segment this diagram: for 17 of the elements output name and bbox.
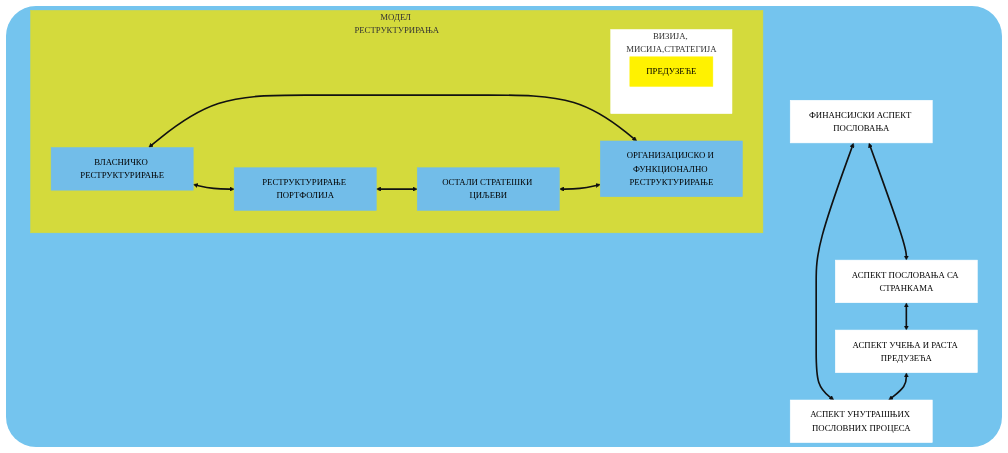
arrow — [888, 372, 909, 401]
node-box: ПРЕДУЗЕЋЕ — [629, 56, 714, 87]
node-box: РЕСТРУКТУРИРАЊЕ ПОРТФОЛИЈА — [233, 167, 377, 211]
arrow — [868, 142, 909, 261]
arrow — [193, 183, 235, 192]
node-box: ФИНАНСИЈСКИ АСПЕКТ ПОСЛОВАЊА — [789, 100, 933, 144]
arrow — [148, 94, 637, 148]
arrow — [903, 302, 909, 331]
node-box: ОРГАНИЗАЦИЈСКО И ФУНКЦИОНАЛНО РЕСТРУКТУРИРАЊЕ — [600, 140, 743, 197]
arrow — [815, 142, 855, 401]
node-box: ВЛАСНИЧКО РЕСТРУКТУРИРАЊЕ — [50, 147, 194, 191]
node-box: АСПЕКТ УНУТРАШЊИХ ПОСЛОВНИХ ПРОЦЕСА — [789, 399, 933, 443]
arrow — [376, 186, 418, 192]
arrow — [559, 183, 601, 192]
node-box: ОСТАЛИ СТРАТЕШКИ ЦИЉЕВИ — [416, 167, 560, 211]
node-box: АСПЕКТ ПОСЛОВАЊА СА СТРАНКАМА — [835, 259, 978, 303]
node-box: АСПЕКТ УЧЕЊА И РАСТА ПРЕДУЗЕЋА — [835, 329, 978, 373]
